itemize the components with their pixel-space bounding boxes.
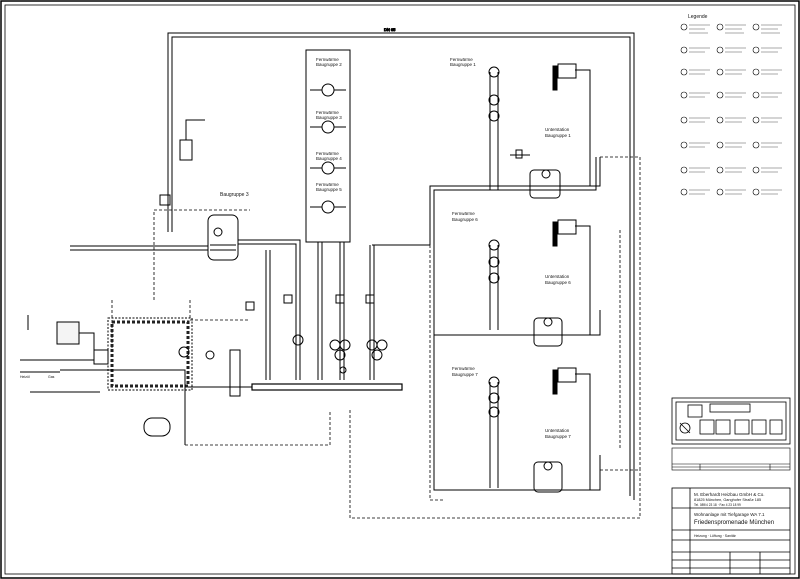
- legend-area: [680, 23, 782, 196]
- svg-text:Baugruppe 2: Baugruppe 2: [316, 62, 342, 67]
- svg-text:Baugruppe 3: Baugruppe 3: [316, 115, 342, 120]
- title-company-2: 81825 München, Ganghofer Straße 185: [694, 498, 761, 502]
- svg-text:Baugruppe 7: Baugruppe 7: [545, 434, 571, 439]
- ust-bg7-label: Unterstation Baugruppe 7: [545, 428, 571, 439]
- svg-text:Baugruppe 1: Baugruppe 1: [450, 62, 476, 67]
- svg-text:Baugruppe 6: Baugruppe 6: [545, 280, 571, 285]
- title-project-2: Friedenspromenade München: [694, 520, 774, 526]
- boiler-room-left: [20, 315, 215, 445]
- fw-bg4-label: Fernwärme Baugruppe 4: [316, 151, 342, 161]
- small-label-left-2: Gas: [48, 375, 55, 379]
- distribution-header: [185, 349, 403, 397]
- title-project-1: Wohnanlage mit Tiefgarage WA 7.1: [694, 512, 765, 517]
- revision-table: [671, 447, 791, 471]
- fw-bg7-label: Fernwärme Baugruppe 7: [452, 366, 478, 377]
- svg-text:Fernwärme: Fernwärme: [316, 182, 339, 187]
- svg-text:Fernwärme: Fernwärme: [450, 57, 473, 62]
- bg3-label: Baugruppe 3: [220, 192, 249, 198]
- title-company-3: Tel. 089/4 23 18 · Fax 4 23 18 99: [694, 503, 741, 507]
- right-main-loop: [429, 157, 601, 245]
- svg-text:Baugruppe 4: Baugruppe 4: [316, 156, 342, 161]
- svg-text:Baugruppe 6: Baugruppe 6: [452, 217, 478, 222]
- svg-text:Baugruppe 1: Baugruppe 1: [545, 133, 571, 138]
- svg-text:Baugruppe 5: Baugruppe 5: [316, 187, 342, 192]
- svg-text:Unterstation: Unterstation: [545, 274, 570, 279]
- substation-1: [488, 63, 591, 199]
- svg-text:Fernwärme: Fernwärme: [316, 110, 339, 115]
- svg-text:Baugruppe 7: Baugruppe 7: [452, 372, 478, 377]
- dashed-pipes: [111, 156, 641, 519]
- svg-text:Fernwärme: Fernwärme: [452, 211, 475, 216]
- svg-text:Unterstation: Unterstation: [545, 428, 570, 433]
- fw-bg6-label: Fernwärme Baugruppe 6: [452, 211, 478, 222]
- legend-text-lines: [689, 24, 782, 195]
- title-block: [671, 487, 791, 575]
- ust-bg6-label: Unterstation Baugruppe 6: [545, 274, 571, 285]
- sheet-frame-inner: [4, 4, 796, 575]
- substation-7: [433, 335, 601, 493]
- legend-title: Legende: [688, 14, 708, 20]
- top-pipe-loop: DN 65: [167, 27, 635, 500]
- svg-text:Fernwärme: Fernwärme: [452, 366, 475, 371]
- ust-bg1-label: Unterstation Baugruppe 1: [545, 127, 571, 138]
- legend-symbols: [680, 23, 760, 196]
- small-label-left-1: Heizöl: [20, 375, 30, 379]
- fw-bg2-label: Fernwärme Baugruppe 2: [316, 57, 342, 67]
- center-branch-pipes: [245, 240, 430, 380]
- site-plan-inset: [671, 397, 791, 445]
- svg-text:Unterstation: Unterstation: [545, 127, 570, 132]
- svg-text:Fernwärme: Fernwärme: [316, 151, 339, 156]
- substation-6: [433, 219, 601, 347]
- title-company-1: M. Eberhardt Heizbau GmbH & Co.: [694, 492, 765, 497]
- middle-fw-column: [305, 49, 351, 243]
- fw-bg3-label: Fernwärme Baugruppe 3: [316, 110, 342, 120]
- svg-text:Fernwärme: Fernwärme: [316, 57, 339, 62]
- svg-text:DN 65: DN 65: [384, 27, 396, 32]
- fw-bg5-label: Fernwärme Baugruppe 5: [316, 182, 342, 192]
- fw-bg1-label: Fernwärme Baugruppe 1: [450, 57, 476, 67]
- title-project-3: Heizung · Lüftung · Sanitär: [694, 534, 737, 538]
